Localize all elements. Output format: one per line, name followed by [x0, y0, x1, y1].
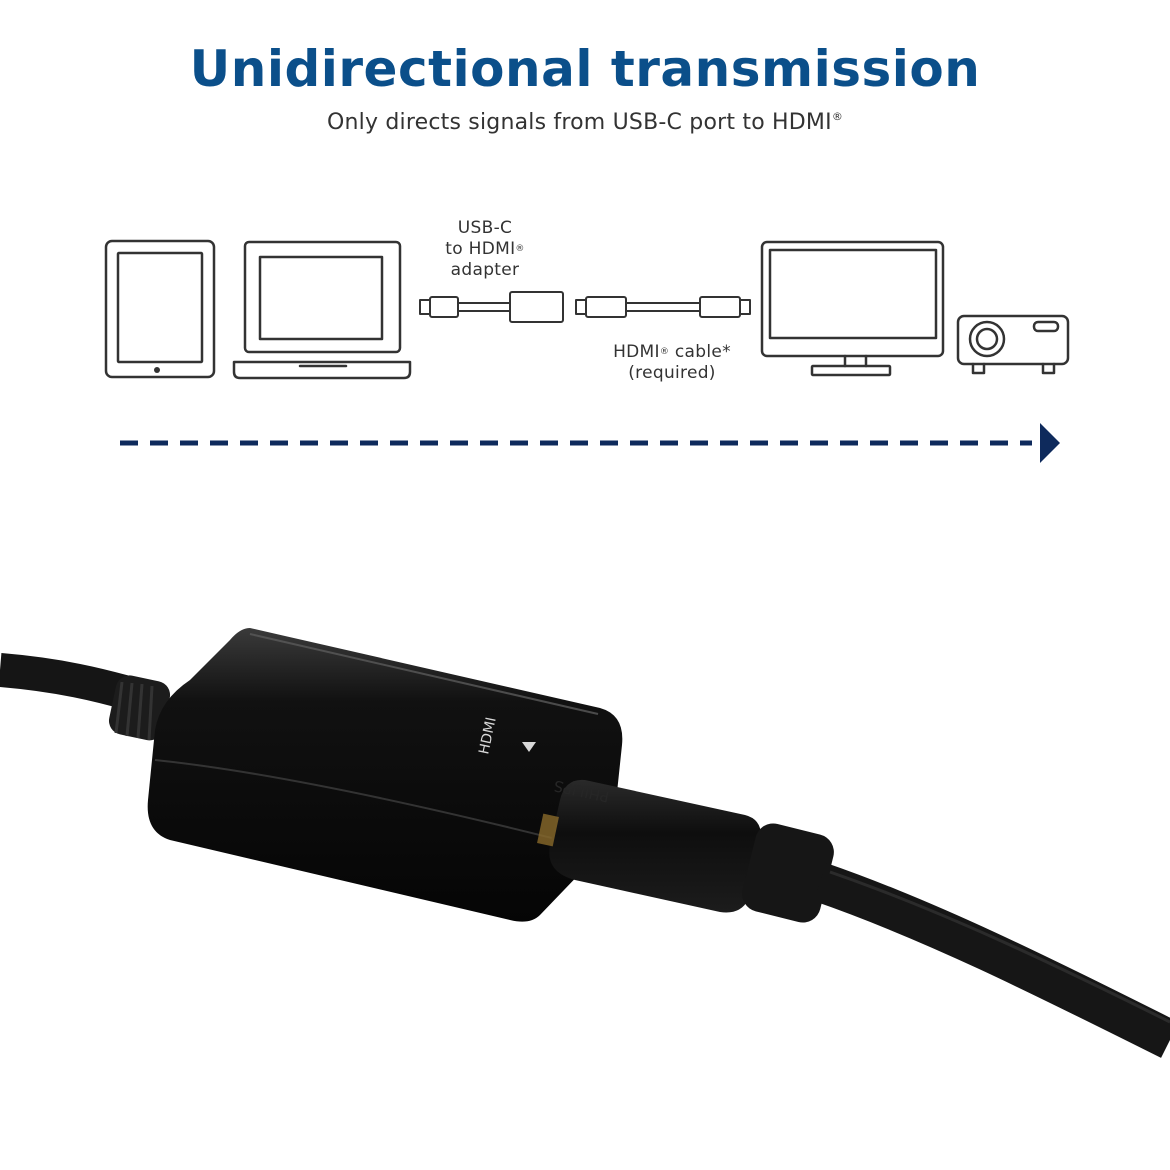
hdmi-plug — [549, 779, 761, 913]
adapter-label: USB-C to HDMI® adapter — [420, 218, 550, 281]
connection-diagram — [104, 239, 1070, 463]
plug-collar — [742, 823, 834, 923]
subtitle-text: Only directs signals from USB-C port to … — [326, 110, 832, 135]
port-label: HDMI — [476, 716, 499, 756]
page-title: Unidirectional transmission — [189, 40, 981, 98]
hdmi-cable-icon — [575, 296, 751, 318]
adapter-label-line2: to HDMI® — [445, 239, 525, 259]
monitor-icon — [760, 240, 945, 377]
cable-label-line2: (required) — [628, 363, 716, 383]
projector-icon — [956, 314, 1070, 375]
adapter-icon — [419, 291, 564, 323]
adapter-label-line1: USB-C — [457, 218, 513, 238]
port-arrow-icon — [522, 742, 536, 752]
direction-arrow — [120, 423, 1060, 463]
page-subtitle: Only directs signals from USB-C port to … — [0, 110, 1170, 135]
adapter-label-line3: adapter — [450, 260, 520, 280]
cable-label-line1: HDMI® cable* — [613, 342, 731, 362]
usb-c-cable — [0, 653, 140, 712]
strain-relief — [108, 675, 171, 741]
tablet-icon — [104, 239, 216, 379]
registered-mark: ® — [831, 110, 844, 123]
hdmi-cable — [813, 863, 1170, 1058]
product-photo: HDMI PHILIPS — [0, 628, 1170, 1058]
cable-label: HDMI® cable* (required) — [596, 342, 748, 384]
laptop-icon — [232, 240, 412, 380]
adapter-body — [147, 628, 623, 922]
